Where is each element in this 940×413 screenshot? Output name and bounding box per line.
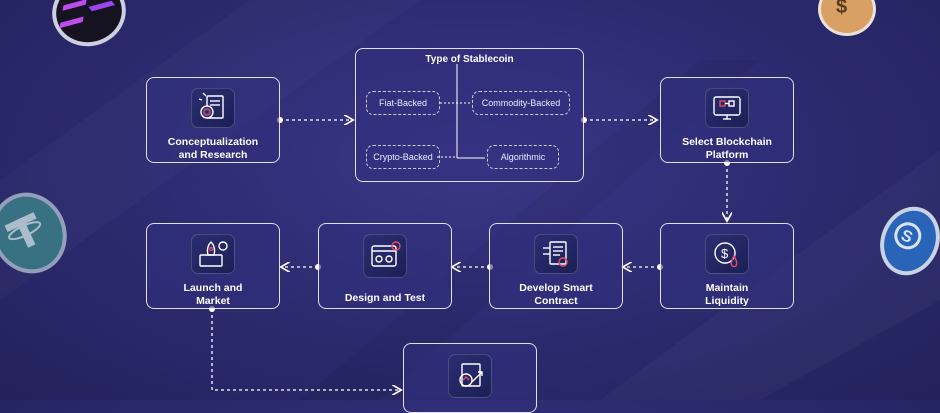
- liquidity-icon: $: [705, 234, 749, 274]
- step-develop-contract[interactable]: Develop Smart Contract: [489, 223, 623, 309]
- step-select-platform[interactable]: Select Blockchain Platform: [660, 77, 794, 163]
- step-label: Select Blockchain Platform: [682, 136, 772, 161]
- step-final[interactable]: [403, 343, 537, 413]
- step-label: Design and Test: [344, 292, 426, 304]
- tether-coin-icon: [0, 180, 80, 286]
- step-conceptualization[interactable]: Conceptualization and Research: [146, 77, 280, 163]
- step-label: Develop Smart Contract: [519, 282, 593, 307]
- smart-contract-icon: [534, 234, 578, 274]
- usdc-blue-coin-icon: S: [870, 197, 940, 285]
- type-commodity-backed[interactable]: Commodity-Backed: [472, 91, 570, 115]
- type-crypto-backed[interactable]: Crypto-Backed: [366, 145, 440, 169]
- blockchain-platform-icon: [705, 88, 749, 128]
- step-design-test[interactable]: Design and Test: [318, 223, 452, 309]
- svg-text:$: $: [836, 0, 847, 18]
- analytics-growth-icon: [448, 354, 492, 398]
- solana-coin-icon: [44, 0, 134, 55]
- step-label: Launch and Market: [183, 282, 243, 307]
- type-algorithmic[interactable]: Algorithmic: [487, 145, 559, 169]
- design-test-icon: [363, 234, 407, 278]
- svg-text:$: $: [721, 246, 729, 261]
- research-icon: [191, 88, 235, 128]
- types-cross-lines: [0, 0, 940, 400]
- stablecoin-types-box: Type of Stablecoin: [355, 48, 584, 182]
- stablecoin-types-title: Type of Stablecoin: [425, 54, 514, 65]
- step-launch-market[interactable]: Launch and Market: [146, 223, 280, 309]
- step-maintain-liquidity[interactable]: $ Maintain Liquidity: [660, 223, 794, 309]
- step-label: Conceptualization and Research: [167, 136, 259, 161]
- step-label: Maintain Liquidity: [705, 282, 749, 307]
- type-fiat-backed[interactable]: Fiat-Backed: [366, 91, 440, 115]
- rocket-launch-icon: [191, 234, 235, 274]
